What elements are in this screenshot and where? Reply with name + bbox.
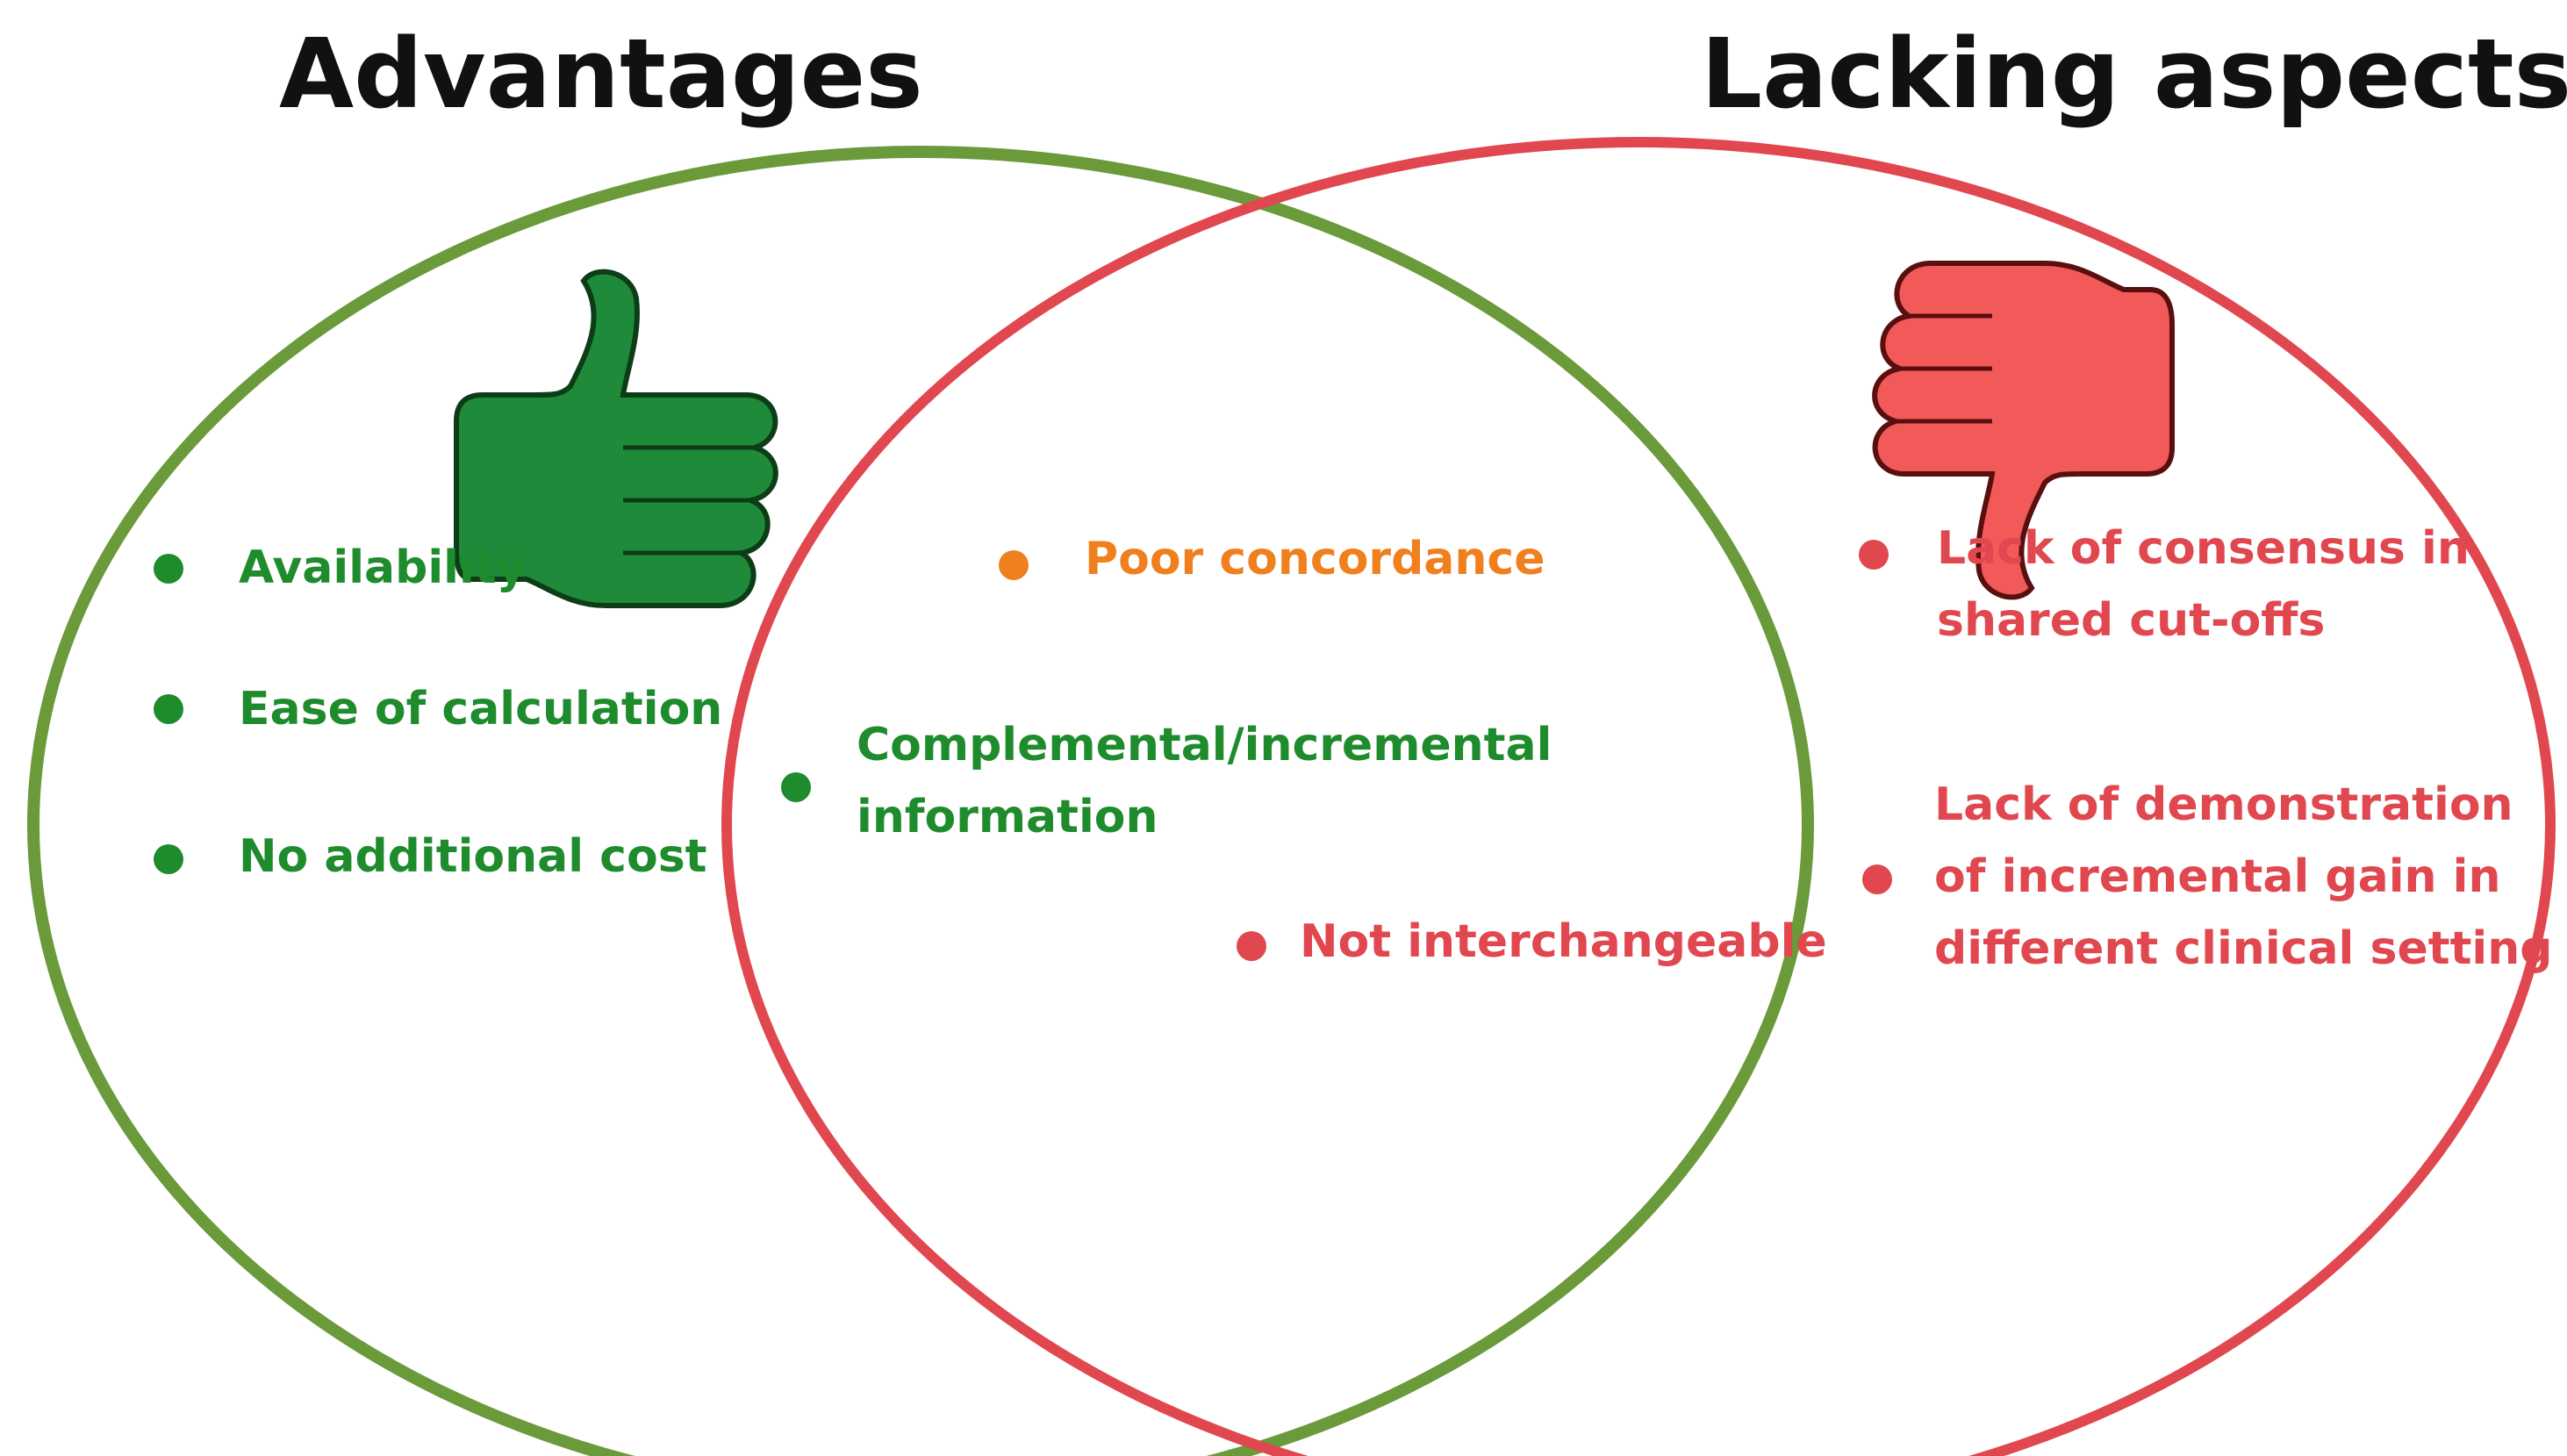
lack-of-demonstration-line-3: different clinical setting: [1934, 922, 2553, 975]
complemental-line-1: Complemental/incremental: [857, 719, 1552, 771]
lack-of-consensus-line-2: shared cut-offs: [1937, 594, 2326, 647]
bullet-not-interchangeable: [1237, 931, 1266, 961]
bullet-complemental: [781, 772, 811, 802]
lack-of-demonstration-line-2: of incremental gain in: [1934, 850, 2501, 903]
bullet-no-additional-cost: [154, 844, 183, 874]
advantages-circle: [27, 146, 1814, 1456]
bullet-availability: [154, 554, 183, 584]
advantage-no-additional-cost: No additional cost: [239, 830, 707, 883]
not-interchangeable: Not interchangeable: [1300, 915, 1827, 968]
poor-concordance: Poor concordance: [1085, 533, 1545, 585]
lacking-aspects-circle: [721, 137, 2556, 1456]
bullet-ease-of-calculation: [154, 694, 183, 724]
lacking-aspects-title: Lacking aspects: [1701, 18, 2567, 130]
bullet-poor-concordance: [999, 550, 1029, 580]
advantage-availability: Availability: [239, 542, 527, 594]
complemental-line-2: information: [857, 791, 1158, 843]
bullet-lack-of-consensus: [1859, 540, 1889, 570]
thumbs-up-icon: [454, 269, 778, 608]
lack-of-demonstration-line-1: Lack of demonstration: [1934, 778, 2513, 831]
lack-of-consensus-line-1: Lack of consensus in: [1937, 522, 2470, 575]
thumbs-down-icon: [1872, 261, 2175, 600]
advantage-ease-of-calculation: Ease of calculation: [239, 683, 723, 735]
bullet-lack-of-demonstration: [1862, 864, 1892, 894]
advantages-title: Advantages: [279, 18, 923, 130]
